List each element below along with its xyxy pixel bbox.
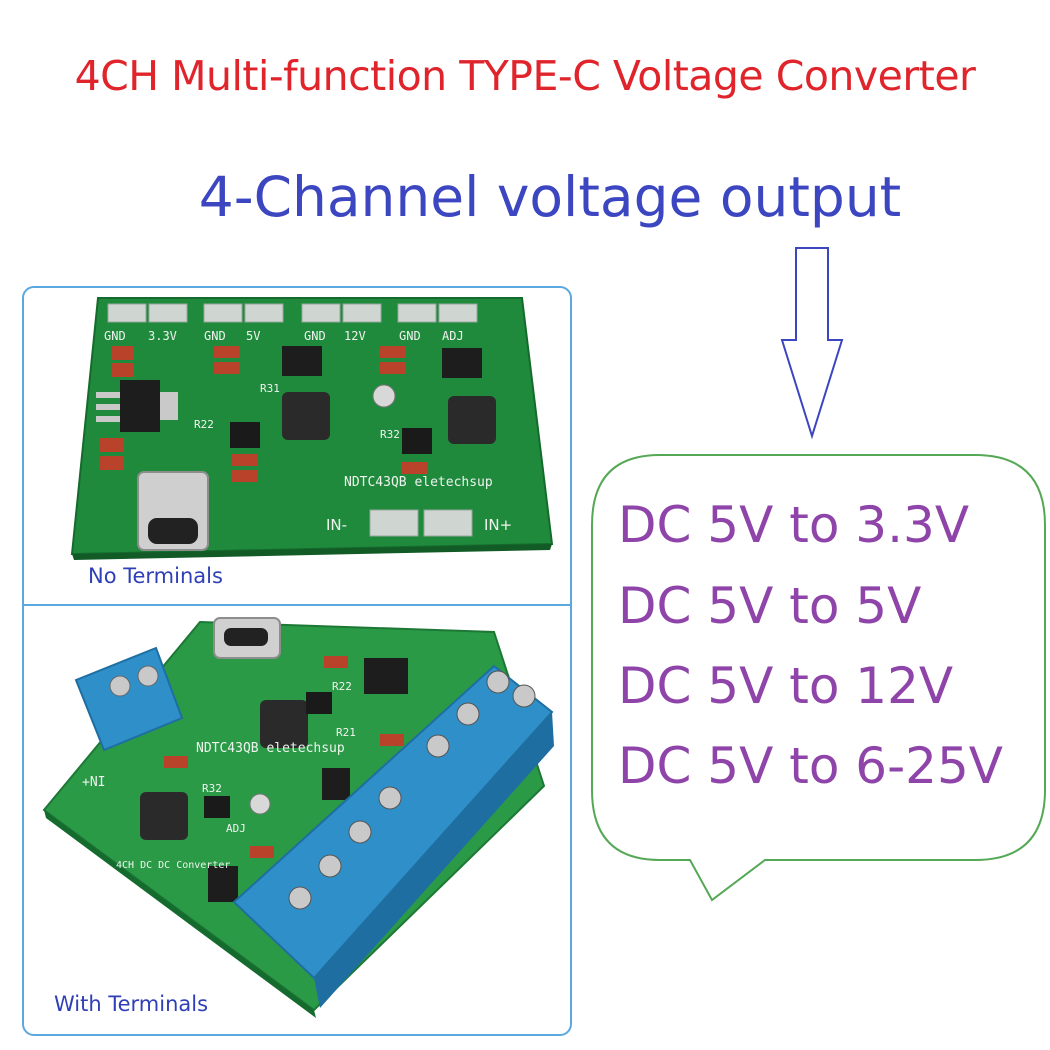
- product-photo-frame: GND 3.3V GND 5V GND 12V GND ADJ: [22, 286, 572, 1036]
- down-arrow-icon: [780, 247, 844, 440]
- caption-with-terminals: With Terminals: [54, 992, 209, 1016]
- spec-line-1: DC 5V to 3.3V: [618, 496, 970, 554]
- pad-label-gnd3: GND: [304, 329, 326, 343]
- silk-label-r22: R22: [194, 418, 214, 431]
- silk-label-brand-2: NDTC43QB eletechsup: [196, 741, 345, 756]
- spec-line-2: DC 5V to 5V: [618, 577, 922, 635]
- silk-label-r32-2: R32: [202, 782, 222, 795]
- pad-label-5v: 5V: [246, 329, 260, 343]
- spec-line-3: DC 5V to 12V: [618, 657, 954, 715]
- silk-label-in-plus: +NI: [82, 775, 105, 790]
- caption-no-terminals: No Terminals: [88, 564, 223, 588]
- board-with-terminals-image: NDTC43QB eletechsup 4CH DC DC Converter …: [42, 617, 554, 1018]
- pad-label-in-minus: IN-: [326, 516, 347, 534]
- silk-label-r21: R21: [336, 726, 356, 739]
- silk-label-model: 4CH DC DC Converter: [116, 860, 230, 871]
- silk-label-r32: R32: [380, 428, 400, 441]
- photo-divider: [24, 604, 570, 606]
- spec-line-4: DC 5V to 6-25V: [618, 737, 1003, 795]
- silk-label-r31: R31: [260, 382, 280, 395]
- board-no-terminals-image: GND 3.3V GND 5V GND 12V GND ADJ: [70, 297, 554, 560]
- page-subtitle: 4-Channel voltage output: [198, 165, 902, 229]
- pad-label-in-plus: IN+: [484, 516, 512, 534]
- silk-label-r22-2: R22: [332, 680, 352, 693]
- silk-label-adj-2: ADJ: [226, 822, 246, 835]
- pad-label-gnd2: GND: [204, 329, 226, 343]
- speech-bubble: [591, 454, 1046, 902]
- pad-label-gnd1: GND: [104, 329, 126, 343]
- page-title: 4CH Multi-function TYPE-C Voltage Conver…: [74, 52, 976, 100]
- pad-label-gnd4: GND: [399, 329, 421, 343]
- pad-label-12v: 12V: [344, 329, 366, 343]
- pad-label-3v3: 3.3V: [148, 329, 177, 343]
- pad-label-adj: ADJ: [442, 329, 464, 343]
- silk-label-brand: NDTC43QB eletechsup: [344, 475, 493, 490]
